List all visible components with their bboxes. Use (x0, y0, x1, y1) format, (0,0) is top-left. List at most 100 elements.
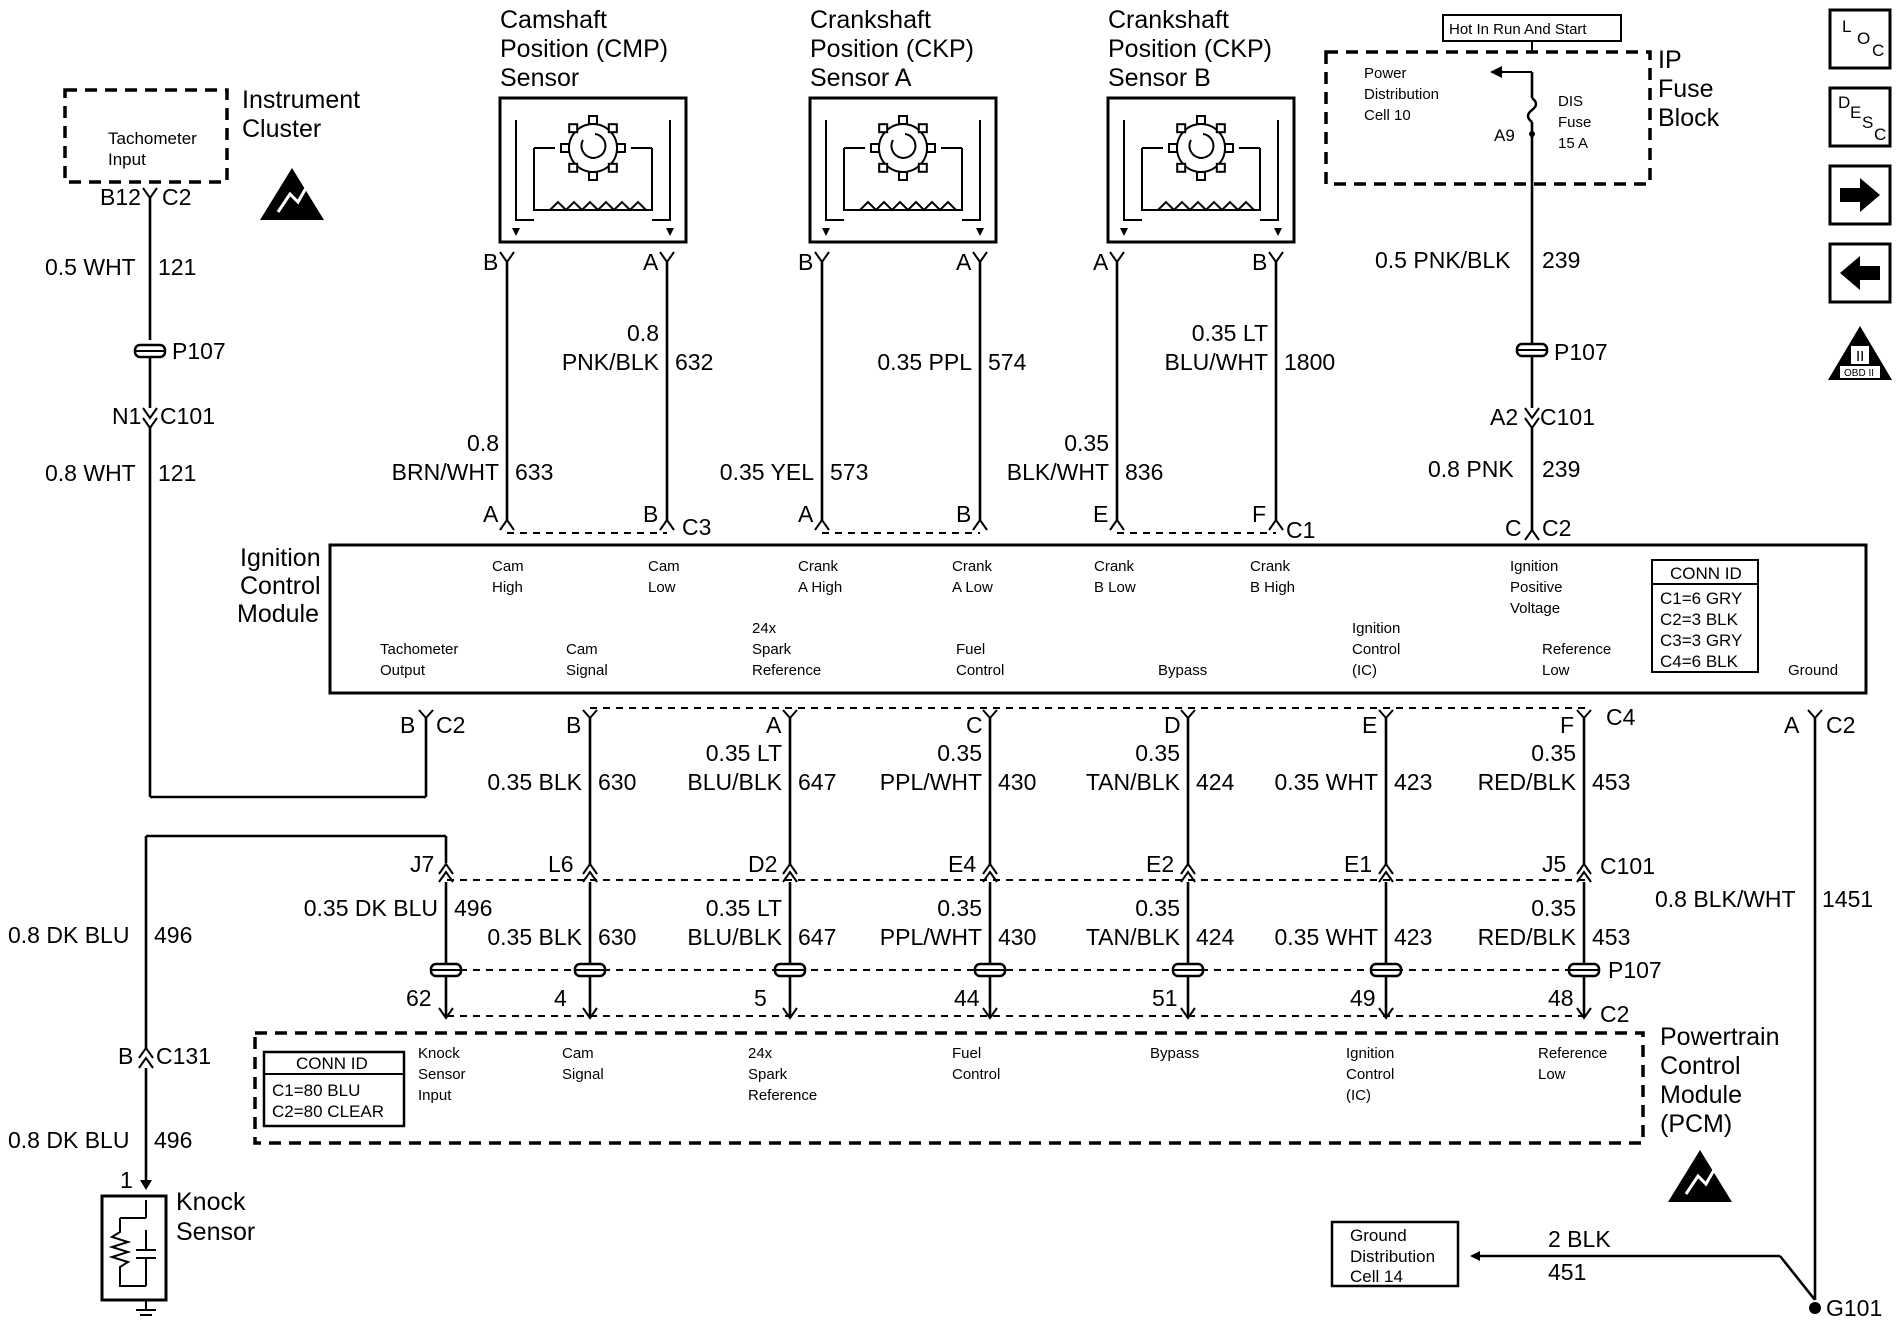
desc-letter: D (1838, 93, 1850, 112)
pcm-pin: 51 (1152, 985, 1178, 1011)
c2-label: C2 (1542, 515, 1571, 541)
sensor-pin: A (643, 249, 659, 275)
pin-label: A (1784, 712, 1800, 738)
fuse-label-1: DIS (1558, 93, 1583, 110)
fuse-label-2: Fuse (1558, 114, 1591, 131)
pcm-pin-label: Cam (562, 1045, 594, 1062)
wire-circuit: 496 (154, 922, 192, 948)
wire-gauge: 0.35 BLK (487, 769, 582, 795)
icm-pin: C (966, 712, 983, 738)
wire-circuit: 430 (998, 924, 1036, 950)
wire-gauge: PPL/WHT (880, 769, 982, 795)
powertrain-control-module: CONN ID C1=80 BLU C2=80 CLEAR KnockSenso… (253, 1023, 1780, 1202)
pcm-label-4: (PCM) (1660, 1110, 1732, 1138)
wire-circuit: 451 (1548, 1259, 1586, 1285)
wire-circuit: 496 (154, 1127, 192, 1153)
wire-gauge: 0.35 WHT (1274, 924, 1378, 950)
pcm-pin-label: Input (418, 1087, 452, 1104)
wire-circuit: 1451 (1822, 886, 1873, 912)
pcm-pin: 48 (1548, 985, 1574, 1011)
knock-sensor: Knock Sensor (100, 1188, 255, 1316)
icm-pin-label: Reference (1542, 641, 1611, 658)
pcm-c2-label: C2 (1600, 1001, 1629, 1027)
sensor-label: Sensor (500, 64, 579, 92)
ic-connector-pin: B12 (100, 184, 141, 210)
knock-sensor-label-2: Sensor (176, 1218, 255, 1246)
icm-tach-output-pin: B C2 (400, 709, 465, 738)
wire-circuit: 121 (158, 460, 196, 486)
obd-ii-button[interactable]: II OBD II (1828, 326, 1892, 380)
esd-warning-icon (260, 168, 324, 220)
desc-letter: E (1850, 103, 1861, 122)
ic-connector-id: C2 (162, 184, 191, 210)
wire-gauge: RED/BLK (1478, 769, 1577, 795)
wire-gauge: 0.35 (937, 740, 982, 766)
wire-gauge: 0.35 YEL (720, 459, 814, 485)
instrument-cluster-label-2: Cluster (242, 115, 321, 143)
right-arrow-icon (1840, 178, 1880, 212)
pcm-label-2: Control (1660, 1052, 1741, 1080)
c3-label: C3 (682, 514, 711, 540)
icm-pin-label: Tachometer (380, 641, 458, 658)
pcm-pin: 62 (406, 985, 432, 1011)
wire-gauge: 2 BLK (1548, 1226, 1611, 1252)
c4-label: C4 (1606, 704, 1636, 730)
c101-pin: E4 (948, 851, 976, 877)
sensor-label: Sensor A (810, 64, 912, 92)
sensor-pin: B (798, 249, 813, 275)
fuse-block-label-1: IP (1658, 46, 1682, 74)
wire-gauge: BLK/WHT (1007, 459, 1109, 485)
icm-pin-label: Low (648, 579, 676, 596)
c101-label: C101 (1600, 853, 1655, 879)
wire-gauge: 0.35 (1531, 740, 1576, 766)
icm-label-2: Control (240, 572, 321, 600)
wire-gauge: TAN/BLK (1086, 924, 1181, 950)
c1-label: C1 (1286, 517, 1315, 543)
hot-in-run-label: Hot In Run And Start (1449, 21, 1587, 38)
pcm-pin-label: (IC) (1346, 1087, 1371, 1104)
wire-gauge: BLU/WHT (1165, 349, 1269, 375)
desc-letter: C (1874, 125, 1886, 144)
fuse-icon (1526, 97, 1538, 123)
wire-gauge: 0.35 WHT (1274, 769, 1378, 795)
wire-circuit: 574 (988, 349, 1027, 375)
wire-circuit: 430 (998, 769, 1036, 795)
pcm-pin: 44 (954, 985, 980, 1011)
c101-label: C101 (1540, 404, 1595, 430)
a2-label: A2 (1490, 404, 1518, 430)
wire-gauge: TAN/BLK (1086, 769, 1181, 795)
wire-circuit: 239 (1542, 247, 1580, 273)
icm-pin-label: 24x (752, 620, 777, 637)
icm-pin-label: Ignition (1352, 620, 1400, 637)
pcm-pin-label: Reference (1538, 1045, 1607, 1062)
c101-pin: E1 (1344, 851, 1372, 877)
loc-button[interactable]: L O C (1828, 8, 1892, 70)
ground-dist-label-3: Cell 14 (1350, 1267, 1403, 1286)
icm-pin-label: Bypass (1158, 662, 1207, 679)
icm-pin: F (1252, 501, 1266, 527)
wire-circuit: 633 (515, 459, 553, 485)
wire-circuit: 836 (1125, 459, 1163, 485)
icm-pin-label: Cam (566, 641, 598, 658)
pcm-pin-label: Fuel (952, 1045, 981, 1062)
sensor-label: Camshaft (500, 6, 607, 34)
sensor-label: Position (CKP) (1108, 35, 1272, 63)
pcm-pin-label: Signal (562, 1066, 604, 1083)
tach-wire: 0.5 WHT 121 P107 N1 C101 0.8 WHT 121 (45, 198, 428, 799)
wire-circuit: 1800 (1284, 349, 1335, 375)
icm-pin-label: Spark (752, 641, 792, 658)
icm-pin-label: Reference (752, 662, 821, 679)
pcm-conn-id-title: CONN ID (296, 1054, 368, 1073)
next-button[interactable] (1828, 164, 1892, 226)
wire-gauge: 0.8 (467, 430, 499, 456)
prev-button[interactable] (1828, 242, 1892, 304)
fuse-label-3: 15 A (1558, 135, 1588, 152)
icm-pin: A (798, 501, 814, 527)
sensor-pin: A (1093, 249, 1109, 275)
wire-gauge: 0.35 (1135, 740, 1180, 766)
wire-gauge: PPL/WHT (880, 924, 982, 950)
c101-label: C101 (160, 403, 215, 429)
desc-button[interactable]: D E S C (1828, 86, 1892, 148)
